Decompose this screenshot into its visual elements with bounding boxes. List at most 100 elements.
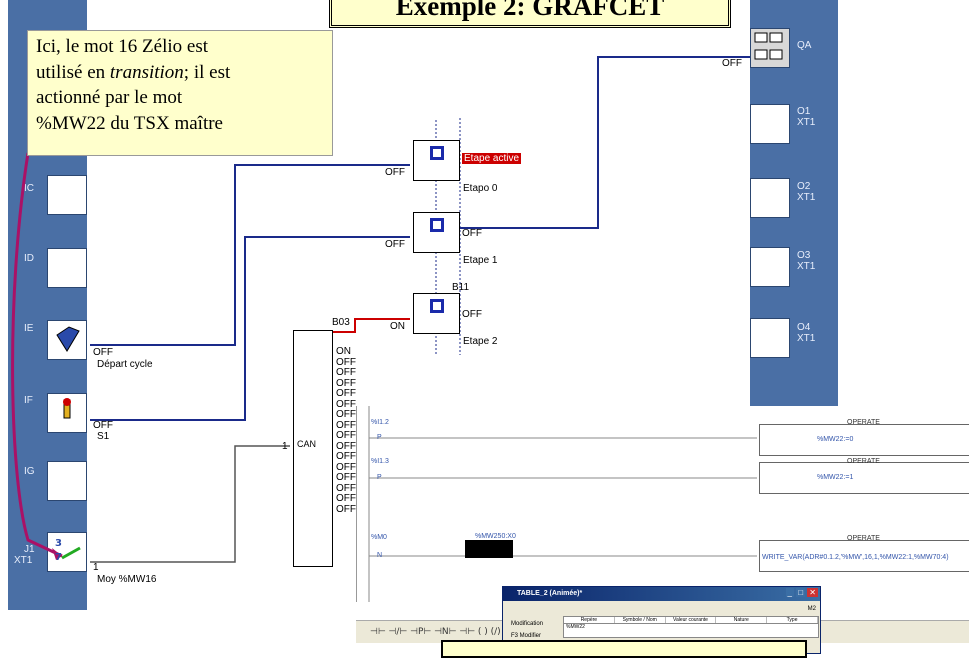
can-output-0: ON: [336, 346, 351, 357]
rung-3-contact: N: [377, 552, 383, 559]
if-label: S1: [97, 431, 110, 442]
step-0-state: OFF: [385, 167, 405, 178]
output-label-o3: O3: [797, 250, 811, 261]
annotation-note: Ici, le mot 16 Zélio est utilisé en tran…: [27, 30, 333, 156]
input-label-j1: J1: [24, 544, 35, 555]
can-output-10: OFF: [336, 451, 356, 462]
output-label-o1: O1: [797, 106, 811, 117]
note-line-2: utilisé en transition; il est: [36, 61, 231, 83]
output-slot-o4[interactable]: [750, 318, 790, 358]
can-output-6: OFF: [336, 409, 356, 420]
can-output-8: OFF: [336, 430, 356, 441]
can-output-9: OFF: [336, 440, 356, 452]
step-2-input: ON: [390, 321, 405, 332]
rung-1-operate: OPERATE: [847, 419, 880, 426]
step-1-icon: [430, 218, 444, 232]
annotation-arrow: [11, 152, 63, 558]
output-slot-o1[interactable]: [750, 104, 790, 144]
svg-text:3: 3: [55, 538, 62, 549]
rung-3-compare: %MW250:X0: [475, 533, 516, 540]
can-output-5: OFF: [336, 398, 356, 410]
wire-s1: [90, 236, 410, 421]
rung-3-address: %M0: [371, 534, 387, 541]
rung-2-operate-block[interactable]: [759, 462, 969, 494]
window-controls[interactable]: _ □ ✕: [785, 588, 818, 597]
wire-moy: [90, 445, 290, 563]
dialog-side-1[interactable]: Modification: [511, 621, 544, 627]
bottom-caption-box: [441, 640, 807, 658]
rung-2-operate: OPERATE: [847, 458, 880, 465]
rung-2-address: %I1.3: [371, 458, 389, 465]
if-state: OFF: [93, 420, 113, 431]
minimize-icon[interactable]: _: [785, 588, 794, 597]
dialog-col-2: Valeur courante: [666, 617, 717, 623]
input-label-ig: IG: [24, 466, 35, 477]
close-icon[interactable]: ✕: [807, 588, 818, 597]
dialog-col-3: Nature: [716, 617, 768, 623]
rung-3-expression: WRITE_VAR(ADR#0.1.2,'%MW',16,1,%MW22:1,%…: [762, 554, 949, 561]
block-b11-label: B11: [452, 282, 470, 293]
svg-text:7: 7: [55, 552, 62, 563]
can-output-7: OFF: [336, 419, 356, 431]
maximize-icon[interactable]: □: [796, 588, 806, 597]
can-input: 1: [282, 441, 288, 452]
note-line-1: Ici, le mot 16 Zélio est: [36, 36, 209, 57]
can-output-2: OFF: [336, 367, 356, 378]
step-0-icon: [430, 146, 444, 160]
output-sub-o4: XT1: [797, 333, 816, 344]
can-icon: CAN: [297, 439, 317, 449]
can-output-11: OFF: [336, 461, 356, 473]
rung-1-operate-block[interactable]: [759, 424, 969, 456]
input-slot-ig[interactable]: [47, 461, 87, 501]
output-slot-o3[interactable]: [750, 247, 790, 287]
can-block-name: B03: [332, 317, 350, 328]
ladder-editor: %I1.2 P OPERATE %MW22:=0 %I1.3 P OPERATE…: [356, 406, 969, 602]
rung-1-contact: P: [377, 434, 382, 441]
can-output-13: OFF: [336, 482, 356, 494]
dialog-side-2[interactable]: F3 Modifier: [511, 633, 542, 639]
note-line-4: %MW22 du TSX maître: [36, 112, 223, 134]
step-0-label: Etapo 0: [463, 183, 498, 194]
dialog-row-addr[interactable]: %MW22: [566, 624, 585, 630]
can-output-14: OFF: [336, 493, 356, 504]
rung-2-contact: P: [377, 474, 382, 481]
step-1-input: OFF: [385, 239, 405, 250]
step-1-label: Etape 1: [463, 255, 498, 266]
ladder-rungs: [368, 406, 757, 602]
pushbutton-icon: [56, 326, 80, 352]
dialog-m2: M2: [807, 606, 816, 612]
can-output-3: OFF: [336, 377, 356, 389]
output-sub-o3: XT1: [797, 261, 816, 272]
input-label-if: IF: [24, 395, 33, 406]
note-line-3: actionné par le mot: [36, 87, 183, 108]
arrow-head: [52, 548, 62, 560]
input-slot-ic[interactable]: [47, 175, 87, 215]
rung-2-expression: %MW22:=1: [817, 474, 854, 481]
analog-input-icon: 37: [55, 538, 81, 563]
output-sub-o1: XT1: [797, 117, 816, 128]
input-label-id: ID: [24, 253, 34, 264]
rung-1-expression: %MW22:=0: [817, 436, 854, 443]
output-slot-o2[interactable]: [750, 178, 790, 218]
wire-depart-cycle: [90, 164, 410, 346]
toolbar-icons[interactable]: ⊣⊢ ⊣/⊢ ⊣P⊢ ⊣N⊢ ⊣⊢ ( ) (/) (S) (R): [370, 627, 533, 637]
rung-3-operate-block[interactable]: [759, 540, 969, 572]
output-label-o4: O4: [797, 322, 811, 333]
step-2-label: Etape 2: [463, 336, 498, 347]
switch-icon: [63, 398, 71, 419]
step-2-output: OFF: [462, 309, 482, 320]
dialog-col-1: Symbole / Nom: [615, 617, 666, 623]
relay-output-icon: [754, 32, 783, 60]
dialog-col-4: Type: [767, 617, 818, 623]
wire-qa: [460, 56, 750, 229]
page-title: Exemple 2: GRAFCET: [329, 0, 731, 28]
can-output-1: OFF: [336, 356, 356, 368]
input-slot-id[interactable]: [47, 248, 87, 288]
ie-state: OFF: [93, 347, 113, 358]
input-label-ic: IC: [24, 183, 34, 194]
j1-state: 1: [93, 562, 99, 573]
output-label-o2: O2: [797, 181, 811, 192]
